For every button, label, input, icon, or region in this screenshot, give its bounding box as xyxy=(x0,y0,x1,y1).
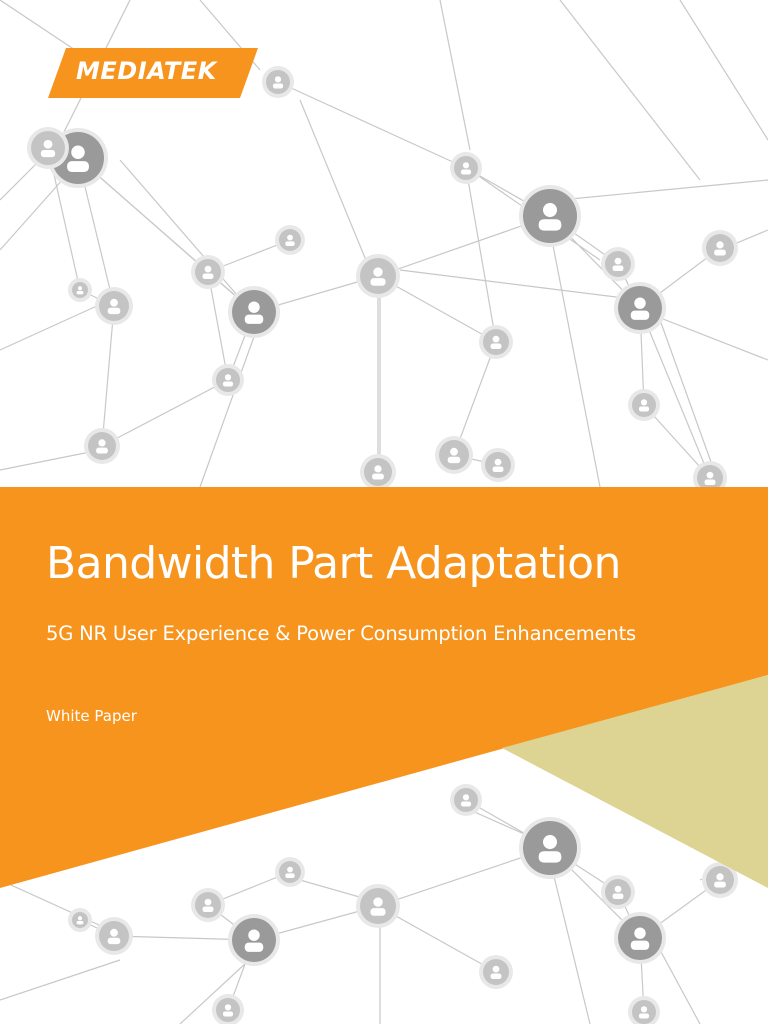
user-node-icon xyxy=(275,857,305,887)
subtitle: 5G NR User Experience & Power Consumptio… xyxy=(46,622,636,645)
user-node-icon xyxy=(68,278,92,302)
user-node-icon xyxy=(212,364,244,396)
orange-banner xyxy=(0,487,768,888)
user-node-icon xyxy=(435,436,473,474)
user-node-icon xyxy=(519,817,581,879)
user-node-icon xyxy=(628,996,660,1024)
user-node-icon xyxy=(356,254,400,298)
user-node-icon xyxy=(228,914,280,966)
user-node-icon xyxy=(614,282,666,334)
user-node-icon xyxy=(450,152,482,184)
beige-triangle xyxy=(502,675,768,888)
user-node-icon xyxy=(479,955,513,989)
user-node-icon xyxy=(356,884,400,928)
user-node-icon xyxy=(628,389,660,421)
logo-text: MEDIATEK xyxy=(76,57,217,85)
user-node-icon xyxy=(614,912,666,964)
user-node-icon xyxy=(262,66,294,98)
document-type-label: White Paper xyxy=(46,707,137,725)
user-node-icon xyxy=(450,784,482,816)
user-node-icon xyxy=(228,286,280,338)
user-node-icon xyxy=(479,325,513,359)
user-node-icon xyxy=(275,225,305,255)
user-node-icon xyxy=(95,917,133,955)
user-node-icon xyxy=(702,230,738,266)
user-node-icon xyxy=(212,994,244,1024)
user-node-icon xyxy=(360,454,396,490)
user-node-icon xyxy=(27,127,69,169)
user-node-icon xyxy=(84,428,120,464)
user-node-icon xyxy=(702,862,738,898)
user-node-icon xyxy=(95,287,133,325)
user-node-icon xyxy=(601,875,635,909)
user-node-icon xyxy=(191,888,225,922)
user-node-icon xyxy=(693,461,727,495)
user-node-icon xyxy=(481,448,515,482)
user-node-icon xyxy=(601,247,635,281)
user-node-icon xyxy=(519,185,581,247)
user-node-icon xyxy=(191,255,225,289)
page-title: Bandwidth Part Adaptation xyxy=(46,538,621,589)
mediatek-logo xyxy=(48,48,258,98)
user-node-icon xyxy=(68,908,92,932)
